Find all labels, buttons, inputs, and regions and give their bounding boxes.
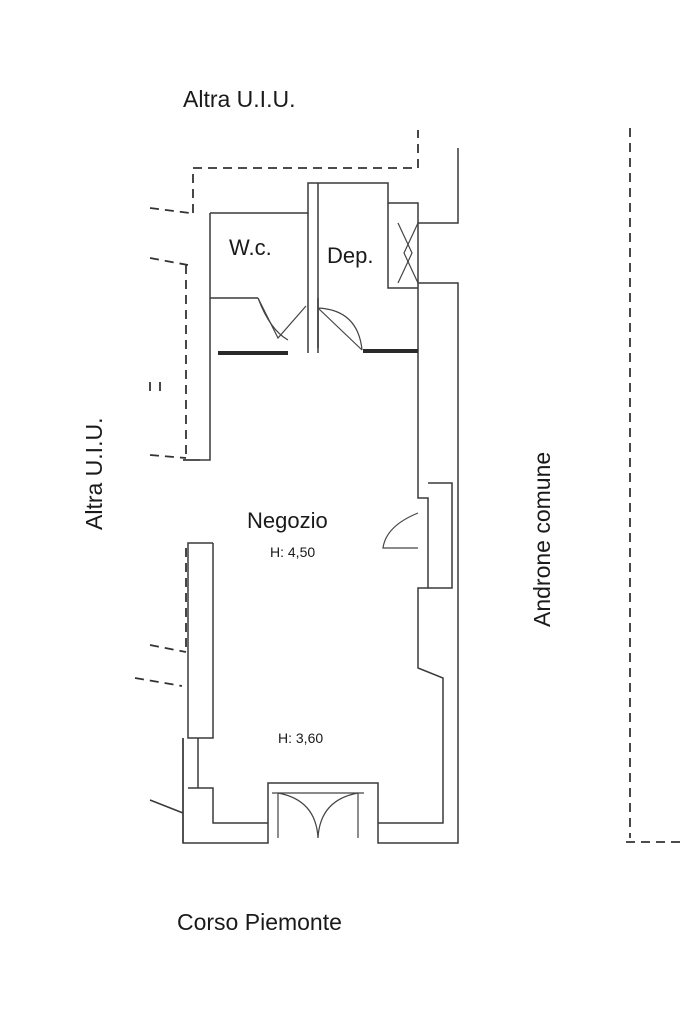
label-room-wc: W.c. bbox=[229, 235, 272, 260]
label-room-storage: Dep. bbox=[327, 243, 373, 268]
internal-partitions bbox=[210, 183, 418, 355]
label-neighbor-top: Altra U.I.U. bbox=[183, 86, 295, 112]
neighbor-boundary-left bbox=[134, 207, 191, 687]
door-entrance-right bbox=[397, 222, 419, 284]
label-height-upper: H: 4,50 bbox=[270, 544, 315, 560]
label-street-bottom: Corso Piemonte bbox=[177, 909, 342, 935]
door-storage bbox=[317, 307, 363, 351]
door-main-entrance bbox=[272, 792, 364, 839]
outer-walls bbox=[149, 148, 459, 844]
label-room-shop: Negozio bbox=[247, 508, 328, 533]
label-neighbor-left: Altra U.I.U. bbox=[81, 418, 107, 530]
label-height-lower: H: 3,60 bbox=[278, 730, 323, 746]
corridor-boundary-right bbox=[626, 128, 683, 843]
neighbor-boundary-top bbox=[192, 130, 419, 213]
door-right-wall bbox=[382, 512, 419, 549]
label-corridor-right: Androne comune bbox=[529, 452, 555, 627]
door-wc bbox=[257, 297, 307, 341]
